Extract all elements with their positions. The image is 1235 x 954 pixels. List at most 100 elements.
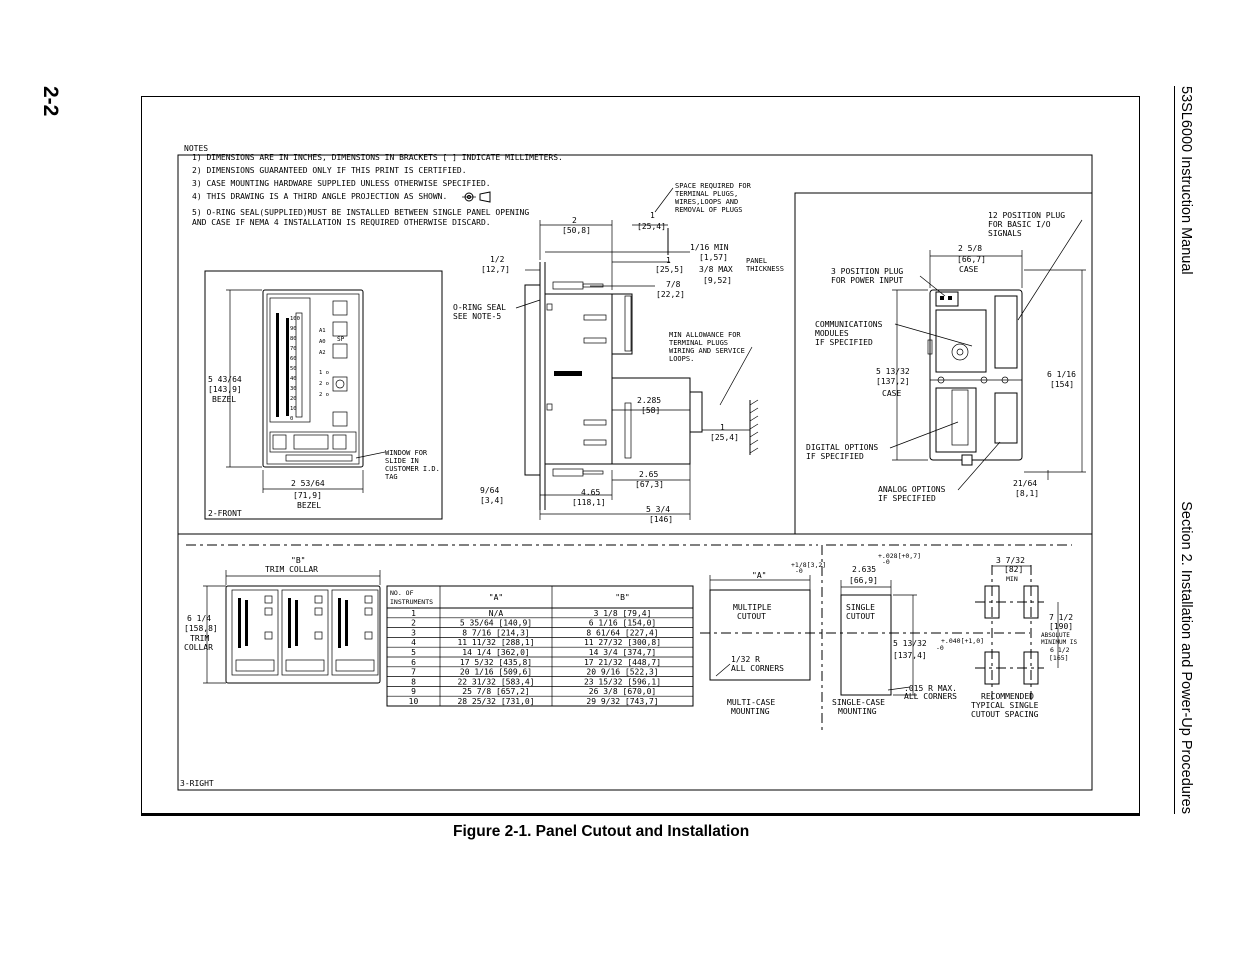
svg-text:O-RING SEAL: O-RING SEAL	[453, 303, 506, 312]
svg-text:2.285: 2.285	[637, 396, 661, 405]
table-cell-a: 25 7/8 [657,2]	[462, 687, 529, 696]
table-header-count-2: INSTRUMENTS	[390, 598, 433, 606]
svg-text:2: 2	[572, 216, 577, 225]
rear-case-height: 5 13/32 [137,2] CASE	[876, 289, 928, 461]
trim-collar-height: 6 1/4 [158,8] TRIM COLLAR	[184, 585, 226, 684]
rear-total-height: 6 1/16 [154]	[1024, 269, 1086, 473]
svg-text:COLLAR: COLLAR	[184, 643, 213, 652]
table-cell-a: 5 35/64 [140,9]	[460, 619, 532, 628]
svg-text:4.65: 4.65	[581, 488, 600, 497]
svg-text:[137,2]: [137,2]	[876, 377, 910, 386]
svg-text:1 o: 1 o	[319, 370, 329, 376]
svg-text:[82]: [82]	[1004, 565, 1023, 574]
svg-text:100: 100	[290, 316, 300, 322]
svg-text:MODULES: MODULES	[815, 329, 849, 338]
svg-text:A2: A2	[319, 350, 326, 356]
svg-text:CUSTOMER I.D.: CUSTOMER I.D.	[385, 465, 440, 473]
svg-text:[165]: [165]	[1049, 654, 1069, 662]
svg-text:TYPICAL SINGLE: TYPICAL SINGLE	[971, 701, 1039, 710]
svg-text:2.635: 2.635	[852, 565, 876, 574]
analog-note: ANALOG OPTIONS IF SPECIFIED	[878, 441, 1001, 503]
table-cell-b: 26 3/8 [670,0]	[589, 687, 656, 696]
svg-text:6 1/2: 6 1/2	[1050, 646, 1070, 654]
svg-text:2 5/8: 2 5/8	[958, 244, 982, 253]
table-cell-a: 20 1/16 [509,6]	[460, 668, 532, 677]
note-5a: 5) O-RING SEAL(SUPPLIED)MUST BE INSTALLE…	[192, 208, 529, 217]
rear-view-border	[794, 192, 1093, 535]
svg-text:7/8: 7/8	[666, 280, 681, 289]
svg-text:MIN ALLOWANCE FOR: MIN ALLOWANCE FOR	[669, 331, 741, 339]
svg-text:2 53/64: 2 53/64	[291, 479, 325, 488]
table-cell-count: 4	[411, 638, 416, 647]
svg-text:MOUNTING: MOUNTING	[838, 707, 877, 716]
svg-text:[67,3]: [67,3]	[635, 480, 664, 489]
note-1: 1) DIMENSIONS ARE IN INCHES, DIMENSIONS …	[192, 153, 563, 162]
table-cell-count: 6	[411, 658, 416, 667]
svg-text:5 43/64: 5 43/64	[208, 375, 242, 384]
svg-text:12 POSITION PLUG: 12 POSITION PLUG	[988, 211, 1065, 220]
notes-list: 1) DIMENSIONS ARE IN INCHES, DIMENSIONS …	[192, 153, 563, 227]
svg-text:"B": "B"	[291, 556, 305, 565]
table-cell-count: 9	[411, 687, 416, 696]
svg-text:-0: -0	[882, 558, 890, 566]
side-dim-1-right: 1 [25,4]	[702, 423, 750, 442]
svg-text:+.028[+0,7]: +.028[+0,7]	[878, 552, 921, 560]
svg-text:TRIM: TRIM	[190, 634, 209, 643]
svg-text:FOR BASIC I/O: FOR BASIC I/O	[988, 220, 1051, 229]
svg-text:MULTIPLE: MULTIPLE	[733, 603, 772, 612]
svg-text:MULTI-CASE: MULTI-CASE	[727, 698, 775, 707]
svg-text:DIGITAL OPTIONS: DIGITAL OPTIONS	[806, 443, 878, 452]
table-header-b: "B"	[615, 593, 629, 602]
svg-text:[71,9]: [71,9]	[293, 491, 322, 500]
svg-text:20: 20	[290, 396, 297, 402]
table-cell-count: 3	[411, 628, 416, 637]
svg-text:ALL CORNERS: ALL CORNERS	[904, 692, 957, 701]
svg-text:6 1/4: 6 1/4	[187, 614, 211, 623]
svg-text:2.65: 2.65	[639, 470, 658, 479]
svg-text:[25,4]: [25,4]	[637, 222, 666, 231]
table-cell-count: 7	[411, 668, 416, 677]
table-cell-count: 5	[411, 648, 416, 657]
svg-text:+.040[+1,0]: +.040[+1,0]	[941, 637, 984, 645]
svg-text:5 3/4: 5 3/4	[646, 505, 670, 514]
table-cell-b: 20 9/16 [522,3]	[586, 668, 658, 677]
svg-text:CUTOUT: CUTOUT	[737, 612, 766, 621]
table-cell-a: 8 7/16 [214,3]	[462, 628, 529, 637]
svg-text:TERMINAL PLUGS: TERMINAL PLUGS	[669, 339, 728, 347]
front-bezel: SP	[262, 289, 364, 468]
svg-text:REMOVAL OF PLUGS: REMOVAL OF PLUGS	[675, 206, 742, 214]
svg-text:SLIDE IN: SLIDE IN	[385, 457, 419, 465]
comms-note: COMMUNICATIONS MODULES IF SPECIFIED	[815, 320, 973, 347]
multi-instrument-front	[225, 585, 381, 684]
front-scale-marks: 100 90 80 70 60 50 40 30 20 10 0	[290, 316, 300, 422]
svg-text:3 7/32: 3 7/32	[996, 556, 1025, 565]
note-5b: AND CASE IF NEMA 4 INSTALLATION IS REQUI…	[192, 218, 491, 227]
svg-text:-0: -0	[936, 644, 944, 652]
table-cell-a: N/A	[489, 609, 504, 618]
side-view	[524, 228, 759, 510]
svg-text:THICKNESS: THICKNESS	[746, 265, 784, 273]
svg-text:[118,1]: [118,1]	[572, 498, 606, 507]
svg-text:IF SPECIFIED: IF SPECIFIED	[815, 338, 873, 347]
svg-text:ALL CORNERS: ALL CORNERS	[731, 664, 784, 673]
svg-text:6 1/16: 6 1/16	[1047, 370, 1076, 379]
svg-text:[58]: [58]	[641, 406, 660, 415]
right-view-label: 3-RIGHT	[180, 779, 214, 788]
svg-text:2 o: 2 o	[319, 381, 329, 387]
svg-text:RECOMMENDED: RECOMMENDED	[981, 692, 1034, 701]
table-cell-a: 17 5/32 [435,8]	[460, 658, 532, 667]
note-4: 4) THIS DRAWING IS A THIRD ANGLE PROJECT…	[192, 192, 447, 201]
svg-text:-0: -0	[795, 567, 803, 575]
svg-text:TRIM COLLAR: TRIM COLLAR	[265, 565, 318, 574]
svg-text:[22,2]: [22,2]	[656, 290, 685, 299]
table-cell-count: 10	[409, 697, 419, 706]
svg-text:10: 10	[290, 406, 297, 412]
svg-text:0: 0	[290, 416, 293, 422]
svg-text:LOOPS.: LOOPS.	[669, 355, 694, 363]
svg-text:CUTOUT SPACING: CUTOUT SPACING	[971, 710, 1039, 719]
figure-caption: Figure 2-1. Panel Cutout and Installatio…	[453, 823, 750, 840]
svg-text:MIN: MIN	[1006, 575, 1018, 583]
front-width-dimension: 2 53/64 [71,9] BEZEL	[262, 470, 364, 510]
svg-text:BEZEL: BEZEL	[212, 395, 236, 404]
svg-text:MOUNTING: MOUNTING	[731, 707, 770, 716]
